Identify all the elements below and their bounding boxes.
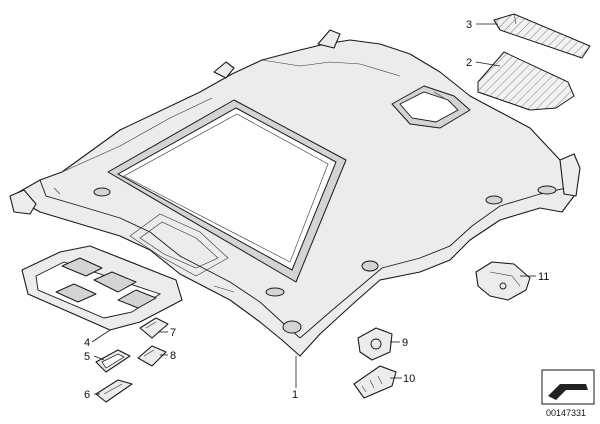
bracket-part-11 bbox=[475, 261, 531, 301]
clip-part-6 bbox=[95, 379, 133, 403]
holder-part-9 bbox=[357, 327, 393, 361]
bracket-part-10 bbox=[353, 365, 397, 399]
console-part-4 bbox=[21, 245, 183, 331]
callout-3: 3 bbox=[466, 19, 472, 31]
cover-part-5 bbox=[95, 349, 131, 373]
callout-6: 6 bbox=[84, 389, 90, 401]
part-silhouette-icon bbox=[548, 384, 588, 400]
lamp-part-7 bbox=[139, 317, 169, 339]
callout-7: 7 bbox=[170, 327, 176, 339]
reference-box: 00147331 bbox=[541, 369, 595, 418]
callout-9: 9 bbox=[402, 337, 408, 349]
callout-labels: 1 2 3 4 5 6 7 8 9 10 11 bbox=[84, 19, 549, 401]
callout-8: 8 bbox=[170, 350, 176, 362]
trim-part-2 bbox=[477, 51, 575, 111]
diagram-code: 00147331 bbox=[546, 408, 586, 418]
callout-4: 4 bbox=[84, 337, 90, 349]
callout-5: 5 bbox=[84, 351, 90, 363]
callout-10: 10 bbox=[403, 373, 415, 385]
trim-part-3 bbox=[493, 13, 591, 59]
callout-2: 2 bbox=[466, 57, 472, 69]
callout-11: 11 bbox=[538, 271, 549, 283]
leader-lines bbox=[91, 23, 536, 395]
lamp-part-8 bbox=[137, 345, 167, 367]
callout-1: 1 bbox=[292, 389, 298, 401]
headliner-part bbox=[9, 29, 581, 357]
